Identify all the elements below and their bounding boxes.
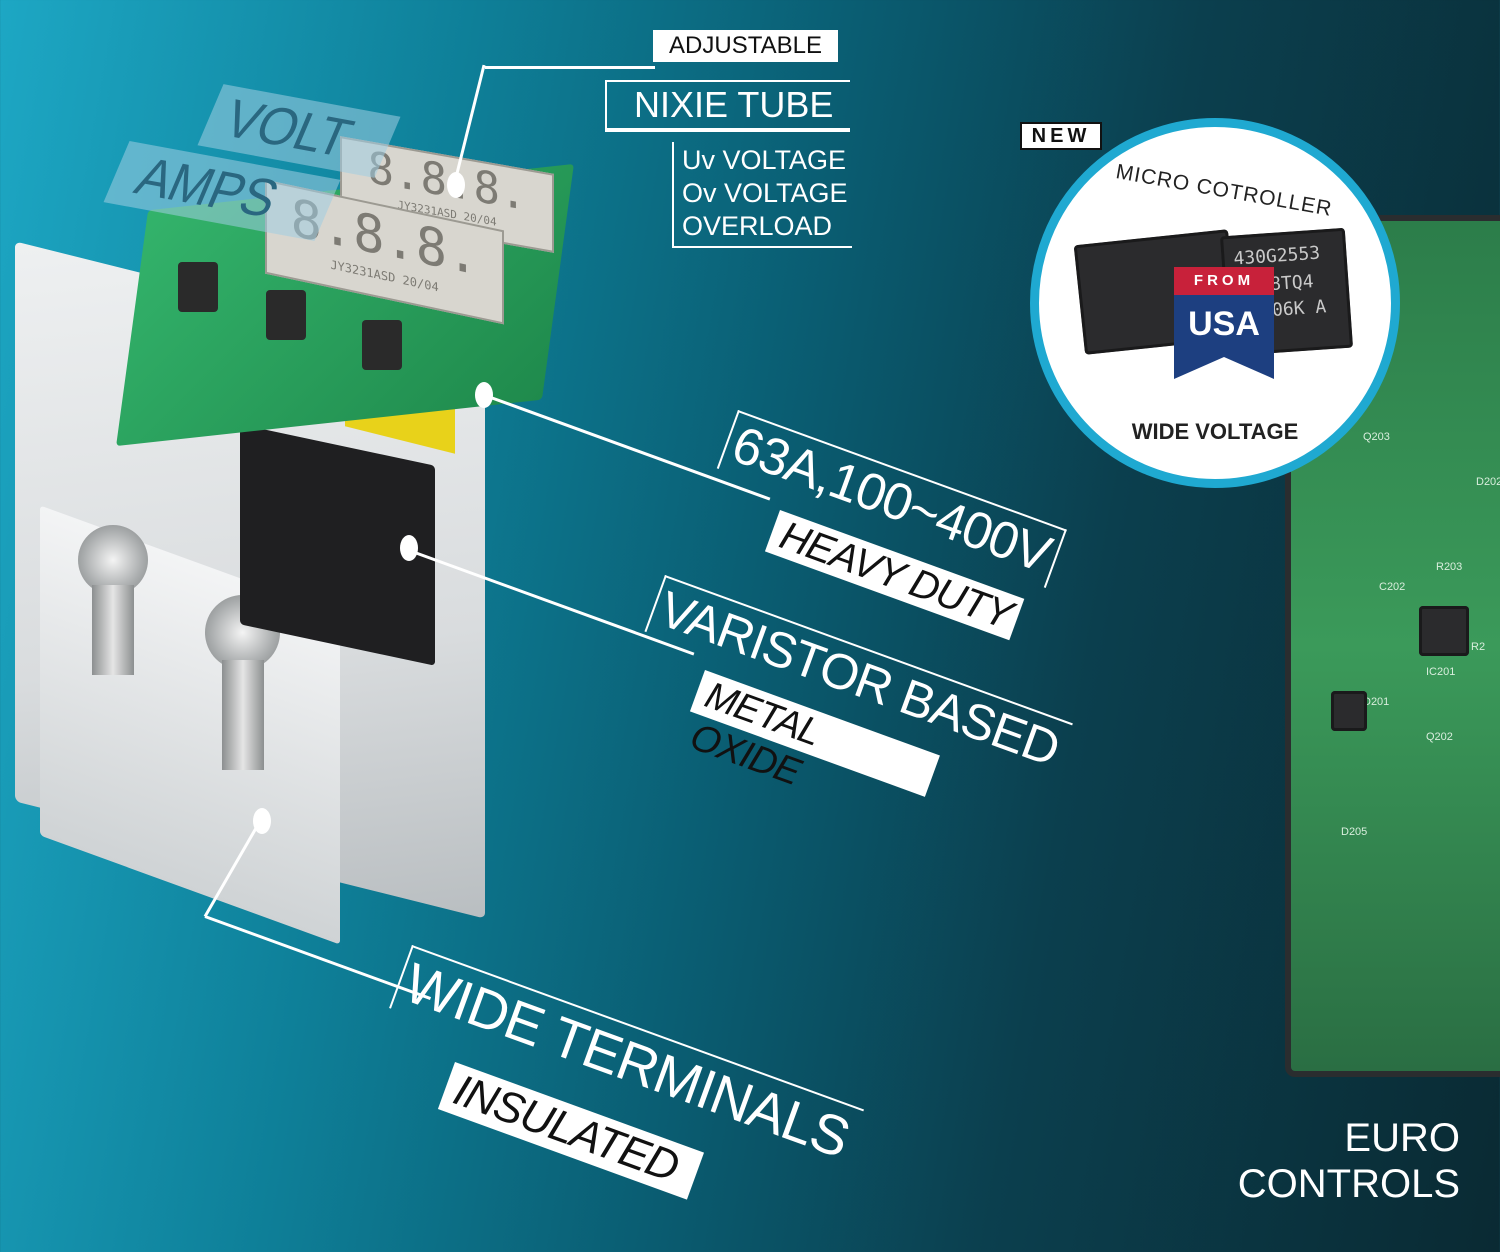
brand-line-1: EURO	[1344, 1116, 1460, 1160]
nixie-tube-underline	[605, 128, 850, 130]
ribbon-usa: USA	[1174, 295, 1274, 357]
protection-overload: OVERLOAD	[682, 211, 833, 241]
push-button-3	[362, 320, 402, 370]
nixie-tube-box	[605, 80, 850, 132]
pcb-label-c202: C202	[1379, 581, 1406, 593]
pcb-label-r2: R2	[1471, 641, 1486, 653]
pcb-label-q203: Q203	[1363, 431, 1390, 443]
varistor-pointer-dot	[400, 535, 418, 561]
protections-box	[672, 142, 852, 248]
nixie-leader-horizontal	[485, 66, 655, 69]
ribbon-tail	[1174, 357, 1274, 379]
pcb-diode	[1331, 691, 1367, 731]
usa-ribbon: FROM USA	[1174, 267, 1274, 387]
rating-pointer-dot	[475, 382, 493, 408]
brand-line-2: CONTROLS	[1237, 1162, 1460, 1206]
adjustable-tag: ADJUSTABLE	[653, 30, 838, 62]
push-button-1	[178, 262, 218, 312]
terminal-post-right	[222, 660, 264, 770]
pcb-label-ic201: IC201	[1426, 666, 1456, 678]
ribbon-from: FROM	[1174, 267, 1274, 295]
pcb-ic	[1419, 606, 1469, 656]
terminal-post-left	[92, 585, 134, 675]
push-button-2	[266, 290, 306, 340]
new-tag: NEW	[1020, 122, 1102, 150]
pcb-label-q202: Q202	[1426, 731, 1453, 743]
pcb-label-d205: D205	[1341, 826, 1368, 838]
microcontroller-badge: MICRO COTROLLER 430G2553 58TQ4 C06K A FR…	[1030, 118, 1400, 488]
terminal-screw-left	[78, 525, 148, 595]
pcb-label-d201: D201	[1363, 696, 1390, 708]
protection-ov: Ov VOLTAGE	[682, 178, 848, 208]
nixie-tube-label: NIXIE TUBE	[634, 84, 834, 125]
badge-footer: WIDE VOLTAGE	[1131, 419, 1299, 444]
pcb-label-d202: D202	[1476, 476, 1500, 488]
nixie-pointer-dot	[447, 172, 465, 198]
pcb-label-r203: R203	[1436, 561, 1463, 573]
badge-title: MICRO COTROLLER	[1114, 160, 1335, 221]
protection-uv: Uv VOLTAGE	[682, 145, 847, 175]
